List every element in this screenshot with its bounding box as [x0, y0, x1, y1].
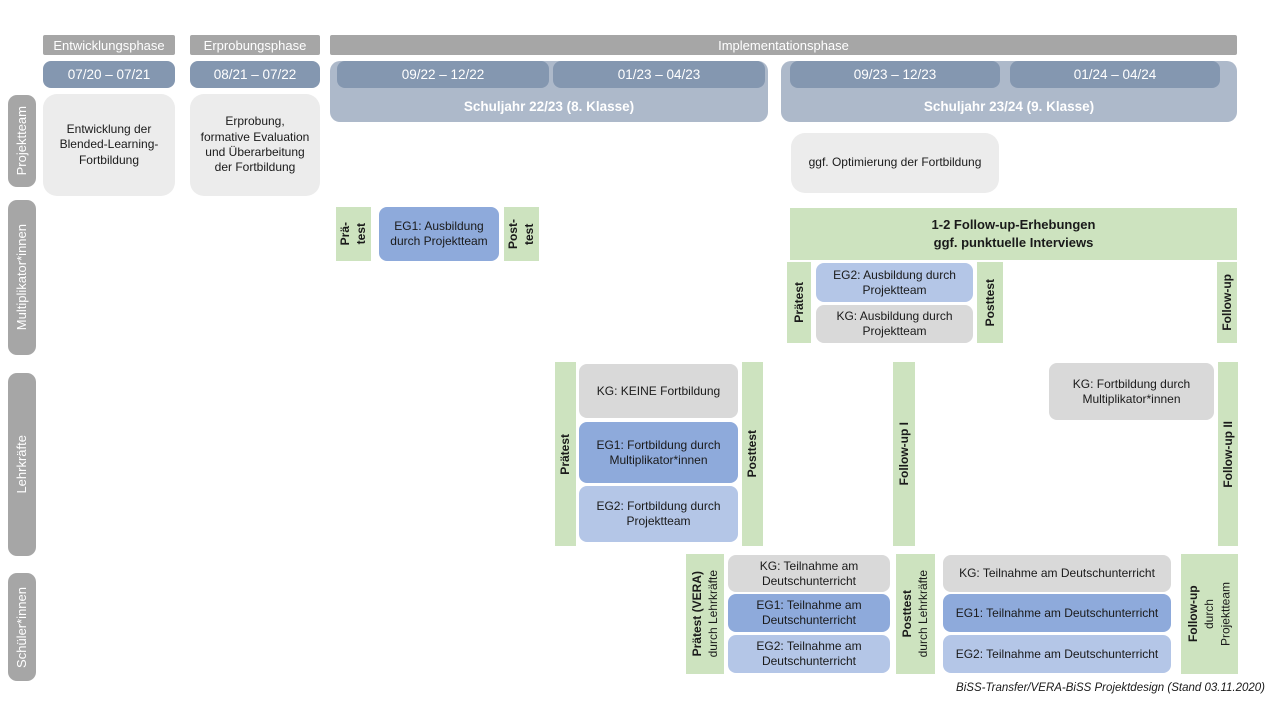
- bar-praetest-vera-schueler: Prätest (VERA) durch Lehrkräfte: [686, 554, 724, 674]
- bar-posttest-multiplikatoren-2-text: Posttest: [982, 278, 997, 327]
- footer-caption: BiSS-Transfer/VERA-BiSS Projektdesign (S…: [956, 682, 1265, 694]
- box-kg-ausbildung-projektteam: KG: Ausbildung durch Projektteam: [816, 305, 973, 343]
- bar-praetest-multiplikatoren-1-text: Prä- test: [338, 222, 369, 246]
- bar-followup-schueler-title: Follow-up: [1186, 585, 1201, 643]
- box-eg1-ausbildung-projektteam: EG1: Ausbildung durch Projektteam: [379, 207, 499, 261]
- bar-posttest-schueler: Posttest durch Lehrkräfte: [896, 554, 935, 674]
- box-eg2-ausbildung-projektteam: EG2: Ausbildung durch Projektteam: [816, 263, 973, 302]
- date-range-0124-0424: 01/24 – 04/24: [1010, 61, 1220, 88]
- row-label-multiplikatorinnen: Multiplikator*innen: [8, 200, 36, 355]
- bar-followup-multiplikatoren-text: Follow-up: [1219, 274, 1234, 331]
- date-range-0720-0721: 07/20 – 07/21: [43, 61, 175, 88]
- box-kg-teilnahme-deutschunterricht-1: KG: Teilnahme am Deutschunterricht: [728, 555, 890, 592]
- box-kg-fortbildung-multiplikatoren: KG: Fortbildung durch Multiplikator*inne…: [1049, 363, 1214, 420]
- date-range-0123-0423: 01/23 – 04/23: [553, 61, 765, 88]
- box-kg-teilnahme-deutschunterricht-2: KG: Teilnahme am Deutschunterricht: [943, 555, 1171, 592]
- bar-praetest-vera-schueler-sub: durch Lehrkräfte: [706, 570, 720, 658]
- row-label-schuelerinnen: Schüler*innen: [8, 573, 36, 681]
- banner-followup-erhebungen: 1-2 Follow-up-Erhebungen ggf. punktuelle…: [790, 208, 1237, 260]
- bar-praetest-multiplikatoren-1: Prä- test: [336, 207, 371, 261]
- box-eg2-fortbildung-projektteam: EG2: Fortbildung durch Projektteam: [579, 486, 738, 542]
- row-label-projektteam-text: Projektteam: [14, 106, 30, 176]
- box-eg2-teilnahme-deutschunterricht-2: EG2: Teilnahme am Deutschunterricht: [943, 635, 1171, 673]
- bar-followup-schueler: Follow-up durch Projektteam: [1181, 554, 1238, 674]
- bar-praetest-lehrkraefte-text: Prätest: [558, 433, 573, 475]
- date-range-0923-1223: 09/23 – 12/23: [790, 61, 1000, 88]
- phase-header-entwicklungsphase: Entwicklungsphase: [43, 35, 175, 55]
- phase-header-erprobungsphase: Erprobungsphase: [190, 35, 320, 55]
- bar-posttest-schueler-sub: durch Lehrkräfte: [916, 570, 931, 658]
- bar-praetest-vera-schueler-title: Prätest (VERA): [689, 571, 704, 657]
- bar-posttest-lehrkraefte: Posttest: [742, 362, 763, 546]
- box-eg1-teilnahme-deutschunterricht-2: EG1: Teilnahme am Deutschunterricht: [943, 594, 1171, 632]
- school-year-23-24-label: Schuljahr 23/24 (9. Klasse): [923, 99, 1095, 114]
- box-erprobung-evaluation: Erprobung, formative Evaluation und Über…: [190, 94, 320, 196]
- bar-posttest-multiplikatoren-1-text: Post- test: [506, 219, 537, 249]
- box-optimierung-fortbildung: ggf. Optimierung der Fortbildung: [791, 133, 999, 193]
- date-range-0821-0722: 08/21 – 07/22: [190, 61, 320, 88]
- bar-praetest-lehrkraefte: Prätest: [555, 362, 576, 546]
- bar-posttest-schueler-title: Posttest: [900, 590, 915, 638]
- row-label-lehrkraefte-text: Lehrkräfte: [14, 435, 30, 494]
- bar-praetest-multiplikatoren-2: Prätest: [787, 262, 811, 343]
- row-label-schuelerinnen-text: Schüler*innen: [14, 586, 30, 668]
- date-range-0922-1222: 09/22 – 12/22: [337, 61, 549, 88]
- box-eg1-teilnahme-deutschunterricht-1: EG1: Teilnahme am Deutschunterricht: [728, 594, 890, 632]
- phase-header-implementationsphase: Implementationsphase: [330, 35, 1237, 55]
- bar-posttest-lehrkraefte-text: Posttest: [745, 430, 760, 478]
- box-eg1-fortbildung-multiplikatoren: EG1: Fortbildung durch Multiplikator*inn…: [579, 422, 738, 483]
- bar-posttest-multiplikatoren-1: Post- test: [504, 207, 539, 261]
- school-year-22-23-label: Schuljahr 22/23 (8. Klasse): [463, 99, 635, 114]
- bar-followup-1-lehrkraefte-text: Follow-up I: [896, 422, 911, 486]
- bar-posttest-multiplikatoren-2: Posttest: [977, 262, 1003, 343]
- bar-followup-multiplikatoren: Follow-up: [1217, 262, 1237, 343]
- bar-followup-schueler-sub: durch Projektteam: [1202, 581, 1233, 647]
- bar-followup-2-lehrkraefte: Follow-up II: [1218, 362, 1238, 546]
- box-kg-keine-fortbildung: KG: KEINE Fortbildung: [579, 364, 738, 418]
- bar-followup-2-lehrkraefte-text: Follow-up II: [1220, 420, 1235, 488]
- box-eg2-teilnahme-deutschunterricht-1: EG2: Teilnahme am Deutschunterricht: [728, 635, 890, 673]
- bar-praetest-multiplikatoren-2-text: Prätest: [791, 282, 806, 323]
- row-label-multiplikatorinnen-text: Multiplikator*innen: [14, 224, 30, 331]
- row-label-lehrkraefte: Lehrkräfte: [8, 373, 36, 556]
- box-entwicklung-fortbildung: Entwicklung der Blended-Learning-Fortbil…: [43, 94, 175, 196]
- row-label-projektteam: Projektteam: [8, 95, 36, 187]
- bar-followup-1-lehrkraefte: Follow-up I: [893, 362, 915, 546]
